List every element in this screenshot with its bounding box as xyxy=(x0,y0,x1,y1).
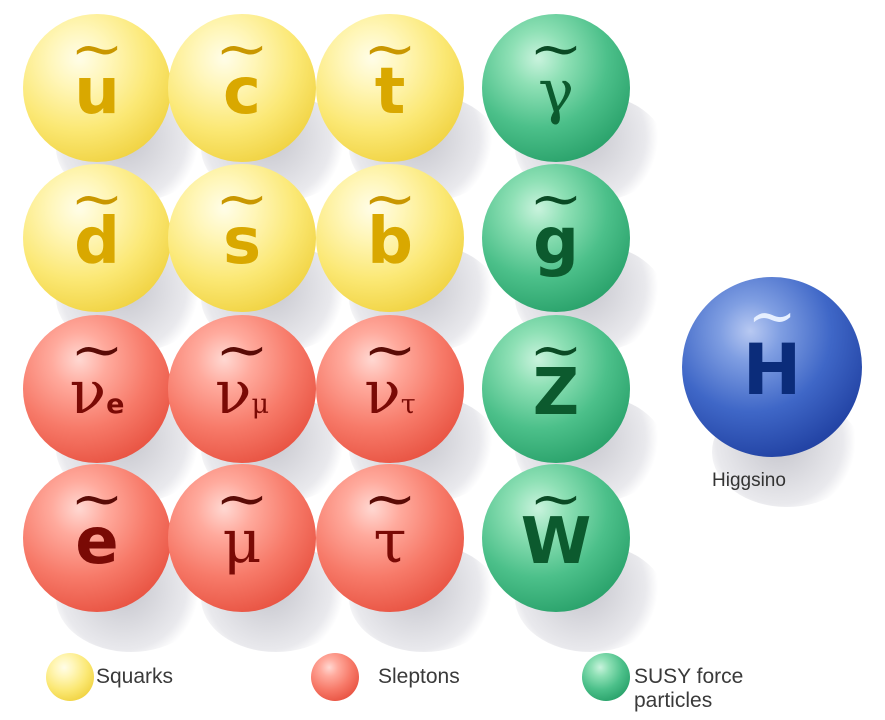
squarks-legend-label: Squarks xyxy=(96,665,174,688)
higgsino-sphere: ~ H xyxy=(682,277,862,457)
wino-symbol-main: W xyxy=(520,505,592,579)
tau-sneutrino-tilde: ~ xyxy=(363,318,417,383)
selectron-sphere: ~e xyxy=(23,464,171,612)
strange-squark-symbol: s xyxy=(168,210,316,274)
top-squark-symbol-main: t xyxy=(374,55,406,129)
susy-force-legend-label: SUSY force particles xyxy=(634,665,744,712)
higgsino-tilde: ~ xyxy=(747,282,797,350)
gluino-sphere: ~g xyxy=(482,164,630,312)
smuon-tilde: ~ xyxy=(215,467,269,532)
top-squark-tilde: ~ xyxy=(363,17,417,82)
gluino-symbol: g xyxy=(482,210,630,274)
charm-squark-sphere: ~c xyxy=(168,14,316,162)
muon-sneutrino-sphere: ~νμ xyxy=(168,315,316,463)
electron-sneutrino-sphere: ~νe xyxy=(23,315,171,463)
susy-force-legend-swatch xyxy=(582,653,630,701)
stau-tilde: ~ xyxy=(363,467,417,532)
strange-squark-sphere: ~s xyxy=(168,164,316,312)
up-squark-sphere: ~u xyxy=(23,14,171,162)
higgsino-label: Higgsino xyxy=(712,470,786,491)
electron-sneutrino-subscript: e xyxy=(106,389,125,420)
stau-symbol-main: τ xyxy=(373,507,407,577)
smuon-symbol: μ xyxy=(168,512,316,572)
wino-tilde: ~ xyxy=(529,467,583,532)
gluino-symbol-main: g xyxy=(533,205,579,279)
tau-sneutrino-sphere: ~ντ xyxy=(316,315,464,463)
wino-symbol: W xyxy=(482,510,630,574)
tau-sneutrino-symbol-main: ν xyxy=(364,358,401,428)
smuon-sphere: ~μ xyxy=(168,464,316,612)
tau-sneutrino-symbol: ντ xyxy=(316,363,464,423)
zino-sphere: ~Z xyxy=(482,315,630,463)
stau-symbol: τ xyxy=(316,512,464,572)
charm-squark-tilde: ~ xyxy=(215,17,269,82)
top-squark-sphere: ~t xyxy=(316,14,464,162)
up-squark-symbol-main: u xyxy=(74,55,120,129)
muon-sneutrino-subscript: μ xyxy=(251,389,270,420)
zino-tilde: ~ xyxy=(529,318,583,383)
electron-sneutrino-tilde: ~ xyxy=(70,318,124,383)
sleptons-legend-label: Sleptons xyxy=(378,665,460,688)
up-squark-tilde: ~ xyxy=(70,17,124,82)
muon-sneutrino-symbol-main: ν xyxy=(214,358,252,428)
photino-tilde: ~ xyxy=(529,17,583,82)
stau-sphere: ~τ xyxy=(316,464,464,612)
squarks-legend-swatch xyxy=(46,653,94,701)
down-squark-symbol-main: d xyxy=(74,205,120,279)
sleptons-legend-swatch xyxy=(311,653,359,701)
muon-sneutrino-symbol: νμ xyxy=(168,363,316,423)
down-squark-symbol: d xyxy=(23,210,171,274)
bottom-squark-tilde: ~ xyxy=(363,167,417,232)
up-squark-symbol: u xyxy=(23,60,171,124)
photino-sphere: ~γ xyxy=(482,14,630,162)
strange-squark-tilde: ~ xyxy=(215,167,269,232)
bottom-squark-symbol-main: b xyxy=(367,205,413,279)
bottom-squark-symbol: b xyxy=(316,210,464,274)
selectron-tilde: ~ xyxy=(70,467,124,532)
top-squark-symbol: t xyxy=(316,60,464,124)
higgsino-symbol: H xyxy=(742,329,802,411)
gluino-tilde: ~ xyxy=(529,167,583,232)
smuon-symbol-main: μ xyxy=(222,507,262,577)
strange-squark-symbol-main: s xyxy=(222,205,262,279)
down-squark-sphere: ~d xyxy=(23,164,171,312)
charm-squark-symbol-main: c xyxy=(223,55,261,129)
down-squark-tilde: ~ xyxy=(70,167,124,232)
selectron-symbol-main: e xyxy=(75,505,119,579)
photino-symbol: γ xyxy=(482,62,630,122)
electron-sneutrino-symbol-main: ν xyxy=(69,358,107,428)
bottom-squark-sphere: ~b xyxy=(316,164,464,312)
muon-sneutrino-tilde: ~ xyxy=(215,318,269,383)
wino-sphere: ~W xyxy=(482,464,630,612)
photino-symbol-main: γ xyxy=(538,57,574,127)
tau-sneutrino-subscript: τ xyxy=(400,389,416,420)
selectron-symbol: e xyxy=(23,510,171,574)
zino-symbol: Z xyxy=(482,361,630,425)
zino-symbol-main: Z xyxy=(532,356,580,430)
electron-sneutrino-symbol: νe xyxy=(23,363,171,423)
charm-squark-symbol: c xyxy=(168,60,316,124)
